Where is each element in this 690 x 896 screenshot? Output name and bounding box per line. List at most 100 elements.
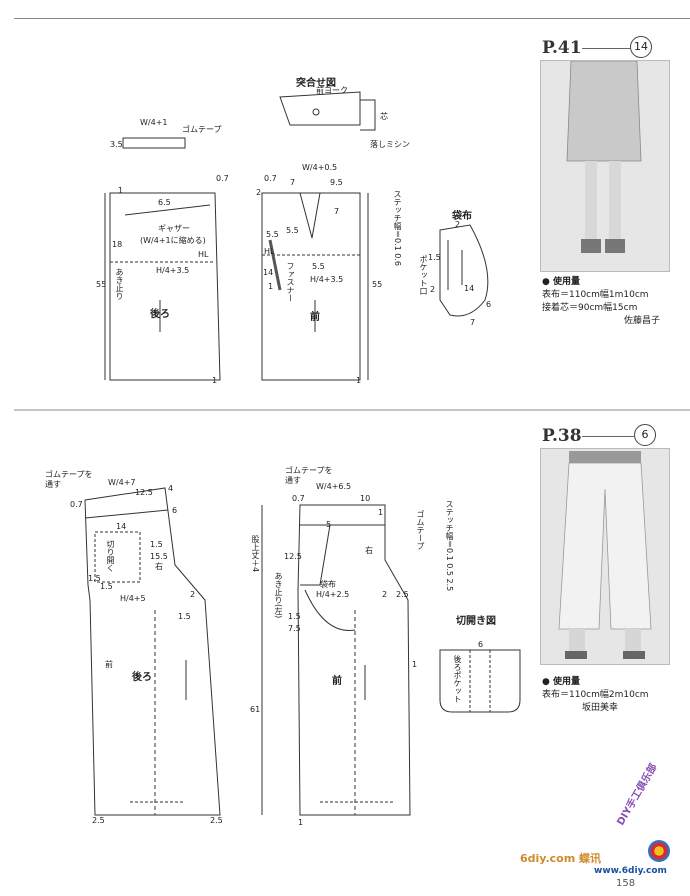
material-line: 表布＝110cm幅1m10cm [542, 290, 649, 300]
interfacing-label: 芯 [380, 112, 388, 121]
cut-open-label: 切り開く [106, 540, 115, 572]
dim-number: 1 [118, 186, 124, 195]
footer-site: www.6diy.com [594, 866, 667, 876]
back-pocket-label: 後ろポケット [453, 655, 462, 703]
model-figure-icon [558, 451, 652, 659]
hip-front-formula: H/4+2.5 [316, 590, 350, 599]
dim-number: 14 [116, 522, 127, 531]
dim-number: 0.7 [264, 174, 277, 183]
front-waist-formula: W/4+6.5 [316, 482, 352, 491]
dim-number: 6.5 [158, 198, 171, 207]
dim-number: 9.5 [330, 178, 343, 187]
dim-number: 1.5 [88, 574, 101, 583]
right-label: 右 [155, 562, 163, 571]
dim-number: 55 [372, 280, 383, 289]
dim-number: 2.5 [210, 816, 223, 825]
top-rule [14, 18, 690, 19]
dim-number: 2 [455, 220, 461, 229]
back-piece-label: 後ろ [150, 309, 170, 320]
front-yoke-label: 前ヨーク [316, 86, 348, 95]
rise-label: 股上丈＋4 [251, 535, 260, 573]
assembly-label: 突合せ図 [296, 78, 336, 89]
dim-number: 6 [478, 640, 484, 649]
elastic-tape-label-2: ゴムテープ [416, 510, 425, 550]
dim-number: 1.5 [100, 582, 113, 591]
dim-number: 1 [298, 818, 304, 827]
dim-number: 5 [326, 520, 332, 529]
dim-number: 3.5 [110, 140, 123, 149]
slash-diagram-label: 切開き図 [456, 616, 496, 627]
dim-number: 2 [190, 590, 196, 599]
hip-formula: H/4+3.5 [156, 266, 190, 275]
model-figure-icon [566, 61, 642, 253]
dim-number: 12.5 [135, 488, 153, 497]
opening-label: あき止り [115, 268, 124, 300]
dim-number: 2.5 [92, 816, 105, 825]
stitch-width-label-2: ステッチ幅＝0.1 0.5 2.5 [445, 500, 454, 592]
dim-number: 2 [382, 590, 388, 599]
pattern-number-badge: 14 [630, 36, 652, 58]
page-number: 158 [616, 878, 636, 889]
front-trousers-label: 前 [332, 676, 342, 687]
dim-number: 0.7 [292, 494, 305, 503]
waist-formula: W/4+0.5 [302, 163, 338, 172]
dim-number: 6 [172, 506, 178, 515]
front-piece-label: 前 [310, 312, 320, 323]
materials-block-2: ● 使用量 表布＝110cm幅2m10cm 坂田美幸 [542, 676, 649, 715]
stitch-width-label: ステッチ幅＝0.1 0.6 [393, 190, 402, 266]
gather-label: ギャザー [158, 224, 190, 233]
dim-number: 5.5 [286, 226, 299, 235]
dim-number: 12.5 [284, 552, 302, 561]
pocket-bag-label-2: 袋布 [320, 580, 336, 589]
materials-title: ● 使用量 [542, 277, 580, 287]
material-line: 接着芯＝90cm幅15cm [542, 303, 638, 313]
dim-number: 14 [464, 284, 475, 293]
elastic-through-label-front: ゴムテープを通す [285, 466, 333, 485]
material-line: 表布＝110cm幅2m10cm [542, 690, 649, 700]
footer-watermark: 6diy.com 蝶讯 [520, 852, 602, 865]
front-mark-back: 前 [105, 660, 113, 669]
dim-number: 55 [96, 280, 107, 289]
dim-number: 4 [168, 484, 174, 493]
dim-number: 2 [430, 285, 436, 294]
back-trousers-label: 後ろ [132, 672, 152, 683]
pattern-label-p41: P.41 [542, 38, 582, 58]
dim-number: 7 [290, 178, 296, 187]
dim-number: 7 [470, 318, 476, 327]
dim-number: 1.5 [428, 253, 441, 262]
hl-label-front: HL [264, 247, 275, 256]
dim-number: 2.5 [396, 590, 409, 599]
pocket-mouth-label: ポケット口 [419, 255, 428, 295]
fastener-label: ファスナー [286, 262, 295, 302]
hip-back-formula: H/4+5 [120, 594, 146, 603]
hip-formula-front: H/4+3.5 [310, 275, 344, 284]
dim-number: 14 [263, 268, 274, 277]
dim-number: 10 [360, 494, 371, 503]
dim-number: 1 [356, 376, 362, 385]
designer-name: 坂田美幸 [582, 703, 619, 713]
elastic-through-label: ゴムテープを通す [45, 470, 93, 489]
right-label-front: 右 [365, 546, 373, 555]
dim-number: 0.7 [70, 500, 83, 509]
pocket-bag-label: 袋布 [452, 211, 472, 222]
dim-number: 1.5 [288, 612, 301, 621]
pattern-label-line [582, 436, 634, 437]
brand-logo-icon [648, 840, 670, 862]
dim-number: 18 [112, 240, 123, 249]
materials-block-1: ● 使用量 表布＝110cm幅1m10cm 接着芯＝90cm幅15cm 佐藤昌子 [542, 276, 660, 328]
dim-number: 6 [486, 300, 492, 309]
dim-number: 5.5 [266, 230, 279, 239]
materials-title: ● 使用量 [542, 677, 580, 687]
pattern-label-line [582, 48, 630, 49]
dim-number: 7 [334, 207, 340, 216]
elastic-formula: W/4+1 [140, 118, 168, 127]
dim-number: 1 [268, 282, 274, 291]
opening-left-label: あき止り(左) [274, 572, 283, 619]
designer-name: 佐藤昌子 [623, 316, 660, 326]
hl-label: HL [198, 250, 209, 259]
elastic-tape-label: ゴムテープ [182, 125, 222, 134]
dim-number: 1 [412, 660, 418, 669]
dim-number: 1.5 [178, 612, 191, 621]
dim-number: 1.5 [150, 540, 163, 549]
